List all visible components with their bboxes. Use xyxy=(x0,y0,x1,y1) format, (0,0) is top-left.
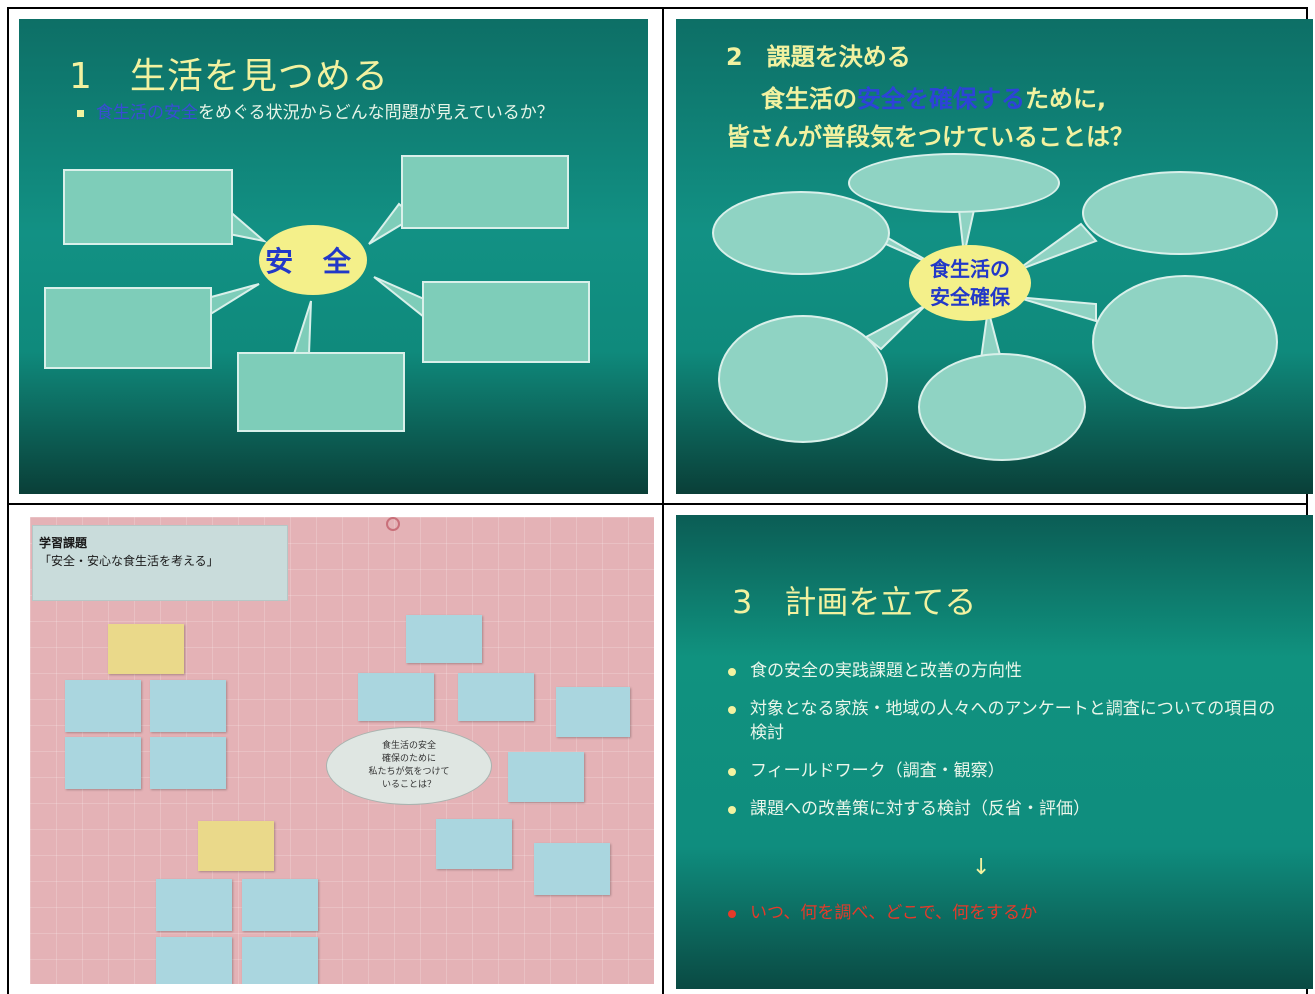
slide-title: 3 計画を立てる xyxy=(732,583,977,621)
slide-title: 2 課題を決める xyxy=(726,43,911,71)
speech-bubble xyxy=(1092,275,1278,409)
sticky-note xyxy=(242,937,318,984)
center-card: 食生活の安全 確保のために 私たちが気をつけて いることは？ xyxy=(326,727,492,805)
list-item: 対象となる家族・地域の人々へのアンケートと調査についての項目の検討 xyxy=(726,697,1286,745)
sticky-note xyxy=(556,687,630,737)
center-ellipse: 食生活の安全確保 xyxy=(909,245,1031,321)
slide-decide-topic: 2 課題を決める 食生活の安全を確保するために, 皆さんが普段気をつけていること… xyxy=(676,19,1313,494)
sticky-note xyxy=(108,624,184,674)
sticky-note xyxy=(242,879,318,931)
callout-box xyxy=(401,155,569,229)
board-title-card: 学習課題 「安全・安心な食生活を考える」 xyxy=(32,525,288,601)
sticky-note xyxy=(65,737,141,789)
slide-title: 1 生活を見つめる xyxy=(69,56,389,97)
speech-bubble xyxy=(918,353,1086,461)
slide-question-line2: 皆さんが普段気をつけていることは？ xyxy=(726,123,1134,151)
speech-bubble xyxy=(1082,171,1278,255)
sticky-note xyxy=(436,819,512,869)
list-item: 食の安全の実践課題と改善の方向性 xyxy=(726,659,1286,683)
sticky-note xyxy=(156,937,232,984)
sticky-note xyxy=(508,752,584,802)
speech-bubble xyxy=(712,191,890,275)
sticky-note xyxy=(150,737,226,789)
sticky-note xyxy=(156,879,232,931)
sticky-note xyxy=(65,680,141,732)
table-frame xyxy=(7,7,1308,994)
speech-bubble xyxy=(718,315,888,443)
sticky-note xyxy=(458,673,534,721)
callout-box xyxy=(237,352,405,432)
slide-question-line1: 食生活の安全を確保するために, xyxy=(761,85,1107,113)
slide-bullet: 食生活の安全をめぐる状況からどんな問題が見えているか？ xyxy=(77,101,597,125)
table-row-divider xyxy=(7,503,1308,505)
bullet-highlight: 食生活の安全 xyxy=(96,103,198,123)
sticky-note xyxy=(534,843,610,895)
plan-list-red: いつ、何を調べ、どこで、何をするか xyxy=(726,901,1286,939)
slide-life-observation: 1 生活を見つめる 食生活の安全をめぐる状況からどんな問題が見えているか？ 安 … xyxy=(19,19,648,494)
speech-bubble xyxy=(848,153,1060,213)
sticky-note xyxy=(198,821,274,871)
bullet-icon xyxy=(77,109,84,117)
center-ellipse: 安 全 xyxy=(259,225,367,295)
table-column-divider xyxy=(662,7,664,994)
pin-icon xyxy=(386,517,400,531)
sticky-note xyxy=(406,615,482,663)
list-item: フィールドワーク（調査・観察） xyxy=(726,759,1286,783)
list-item: 課題への改善策に対する検討（反省・評価） xyxy=(726,797,1286,821)
sticky-note xyxy=(358,673,434,721)
callout-box xyxy=(44,287,212,369)
slide-make-plan: 3 計画を立てる 食の安全の実践課題と改善の方向性 対象となる家族・地域の人々へ… xyxy=(676,515,1313,989)
bullet-text: をめぐる状況からどんな問題が見えているか？ xyxy=(198,103,554,123)
plan-list: 食の安全の実践課題と改善の方向性 対象となる家族・地域の人々へのアンケートと調査… xyxy=(726,659,1286,835)
board-photo: 学習課題 「安全・安心な食生活を考える」 食生活の安全 確保のために 私たちが気… xyxy=(30,517,654,984)
callout-box xyxy=(422,281,590,363)
sticky-note xyxy=(150,680,226,732)
callout-box xyxy=(63,169,233,245)
list-item-highlight: いつ、何を調べ、どこで、何をするか xyxy=(726,901,1286,925)
down-arrow-icon: ↓ xyxy=(972,855,991,880)
